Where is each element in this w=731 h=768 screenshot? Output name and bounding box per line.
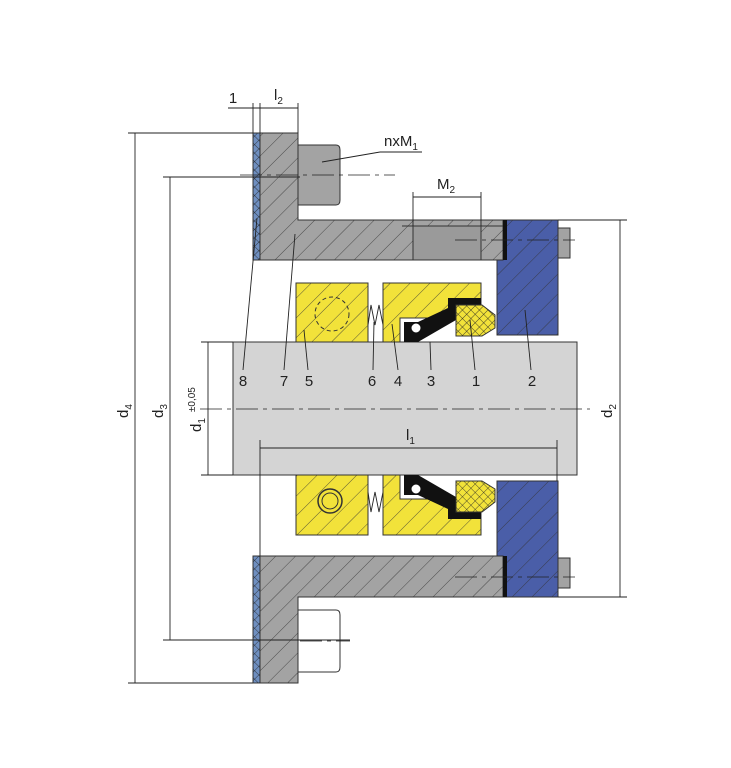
part-number: 2: [528, 373, 536, 390]
m2-label: M2: [437, 176, 456, 196]
seat-bottom: [496, 480, 559, 598]
bellows-ring: [410, 322, 422, 334]
screw-bottom: [557, 557, 571, 589]
gasket-crosshatch: [253, 556, 260, 683]
bolt-size-label: nxM1: [384, 133, 418, 153]
bellows-ring: [410, 483, 422, 495]
l1-label: l1: [406, 427, 415, 447]
d2-label: d2: [599, 404, 619, 418]
part-number: 4: [394, 373, 402, 390]
l2-label: l2: [274, 87, 283, 107]
part-number: 3: [427, 373, 435, 390]
leader-lines: [242, 217, 532, 371]
bellows-top: [404, 298, 481, 342]
collar-top: [295, 282, 369, 343]
spring-bottom: [367, 491, 384, 513]
part-number: 1: [472, 373, 480, 390]
spring-top: [367, 304, 384, 326]
seal-face-bottom: [455, 480, 496, 513]
d4-label: d4: [115, 404, 135, 418]
seal-face-top: [455, 304, 496, 337]
part-number: 6: [368, 373, 376, 390]
seat-top: [496, 219, 559, 336]
d3-label: d3: [150, 404, 170, 418]
gland-top: [259, 132, 504, 261]
part-number: 7: [280, 373, 288, 390]
dimension-lines: [128, 103, 627, 684]
gap-label: 1: [229, 90, 237, 107]
collar-bottom: [295, 474, 369, 536]
shaft: [232, 341, 578, 476]
part-number: 5: [305, 373, 313, 390]
gasket-crosshatch: [253, 133, 260, 260]
bellows-bottom: [404, 475, 481, 519]
gland-bottom: [259, 555, 504, 684]
part-number: 8: [239, 373, 247, 390]
screw-top: [557, 227, 571, 259]
d1-label: d1±0,05: [187, 387, 208, 432]
part-numbers: 8 7 5 6 4 3 1 2: [239, 373, 536, 390]
